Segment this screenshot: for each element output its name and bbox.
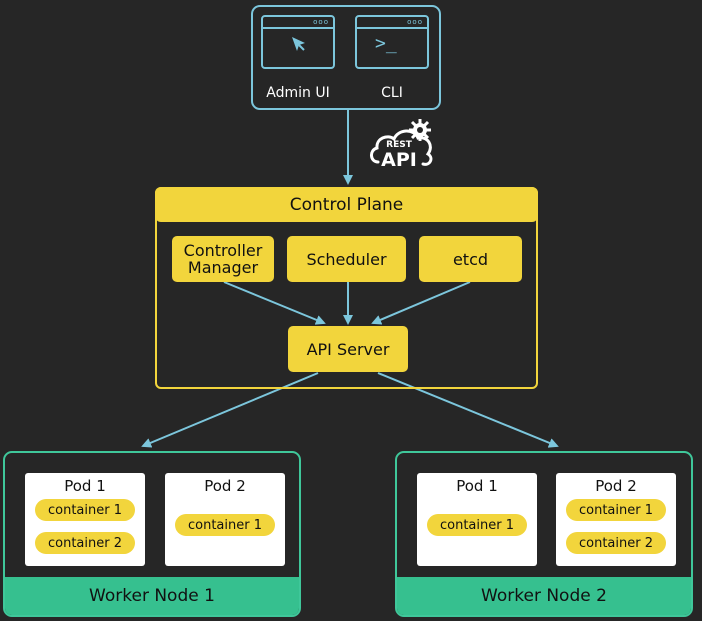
worker-2-pod-2: Pod 2 container 1 container 2 bbox=[556, 473, 676, 566]
container-chip: container 1 bbox=[427, 514, 527, 536]
admin-ui-window: ooo bbox=[261, 15, 335, 69]
arrow-api-server-to-worker-1 bbox=[141, 372, 319, 448]
worker-1-pod-2: Pod 2 container 1 bbox=[165, 473, 285, 566]
cloud-icon bbox=[370, 129, 433, 166]
worker-node-2-label: Worker Node 2 bbox=[397, 577, 691, 615]
admin-ui-label: Admin UI bbox=[266, 85, 330, 101]
window-dots: ooo bbox=[313, 18, 329, 26]
worker-node-1-label: Worker Node 1 bbox=[5, 577, 299, 615]
arrow-api-server-to-worker-2 bbox=[377, 372, 559, 448]
cli-window: ooo >_ bbox=[355, 15, 429, 69]
scheduler-box: Scheduler bbox=[287, 236, 406, 282]
pod-title: Pod 1 bbox=[456, 477, 498, 495]
arrow-controller-to-api-server bbox=[223, 281, 326, 325]
worker-2-pod-1: Pod 1 container 1 bbox=[417, 473, 537, 566]
control-plane-title: Control Plane bbox=[155, 187, 538, 222]
rest-label: REST bbox=[386, 140, 412, 150]
etcd-box: etcd bbox=[419, 236, 522, 282]
gear-icon bbox=[409, 119, 431, 141]
worker-node-2: Pod 1 container 1 Pod 2 container 1 cont… bbox=[395, 451, 693, 617]
container-chip: container 1 bbox=[566, 499, 666, 521]
container-chip: container 1 bbox=[175, 514, 275, 536]
cli-label: CLI bbox=[381, 85, 403, 101]
pod-title: Pod 2 bbox=[595, 477, 637, 495]
container-chip: container 1 bbox=[35, 499, 135, 521]
rest-api-badge: REST API bbox=[368, 118, 444, 178]
pod-title: Pod 1 bbox=[64, 477, 106, 495]
controller-manager-box: Controller Manager bbox=[172, 236, 274, 282]
api-server-box: API Server bbox=[288, 326, 408, 372]
window-dots: ooo bbox=[407, 18, 423, 26]
clients-box: ooo ooo >_ Admin UI CLI bbox=[251, 5, 441, 110]
container-chip: container 2 bbox=[35, 532, 135, 554]
terminal-prompt-icon: >_ bbox=[375, 33, 397, 54]
pod-title: Pod 2 bbox=[204, 477, 246, 495]
worker-1-pod-1: Pod 1 container 1 container 2 bbox=[25, 473, 145, 566]
container-chip: container 2 bbox=[566, 532, 666, 554]
api-label: API bbox=[381, 149, 417, 171]
cursor-icon bbox=[292, 37, 305, 51]
arrow-etcd-to-api-server bbox=[371, 281, 471, 325]
worker-node-1: Pod 1 container 1 container 2 Pod 2 cont… bbox=[3, 451, 301, 617]
